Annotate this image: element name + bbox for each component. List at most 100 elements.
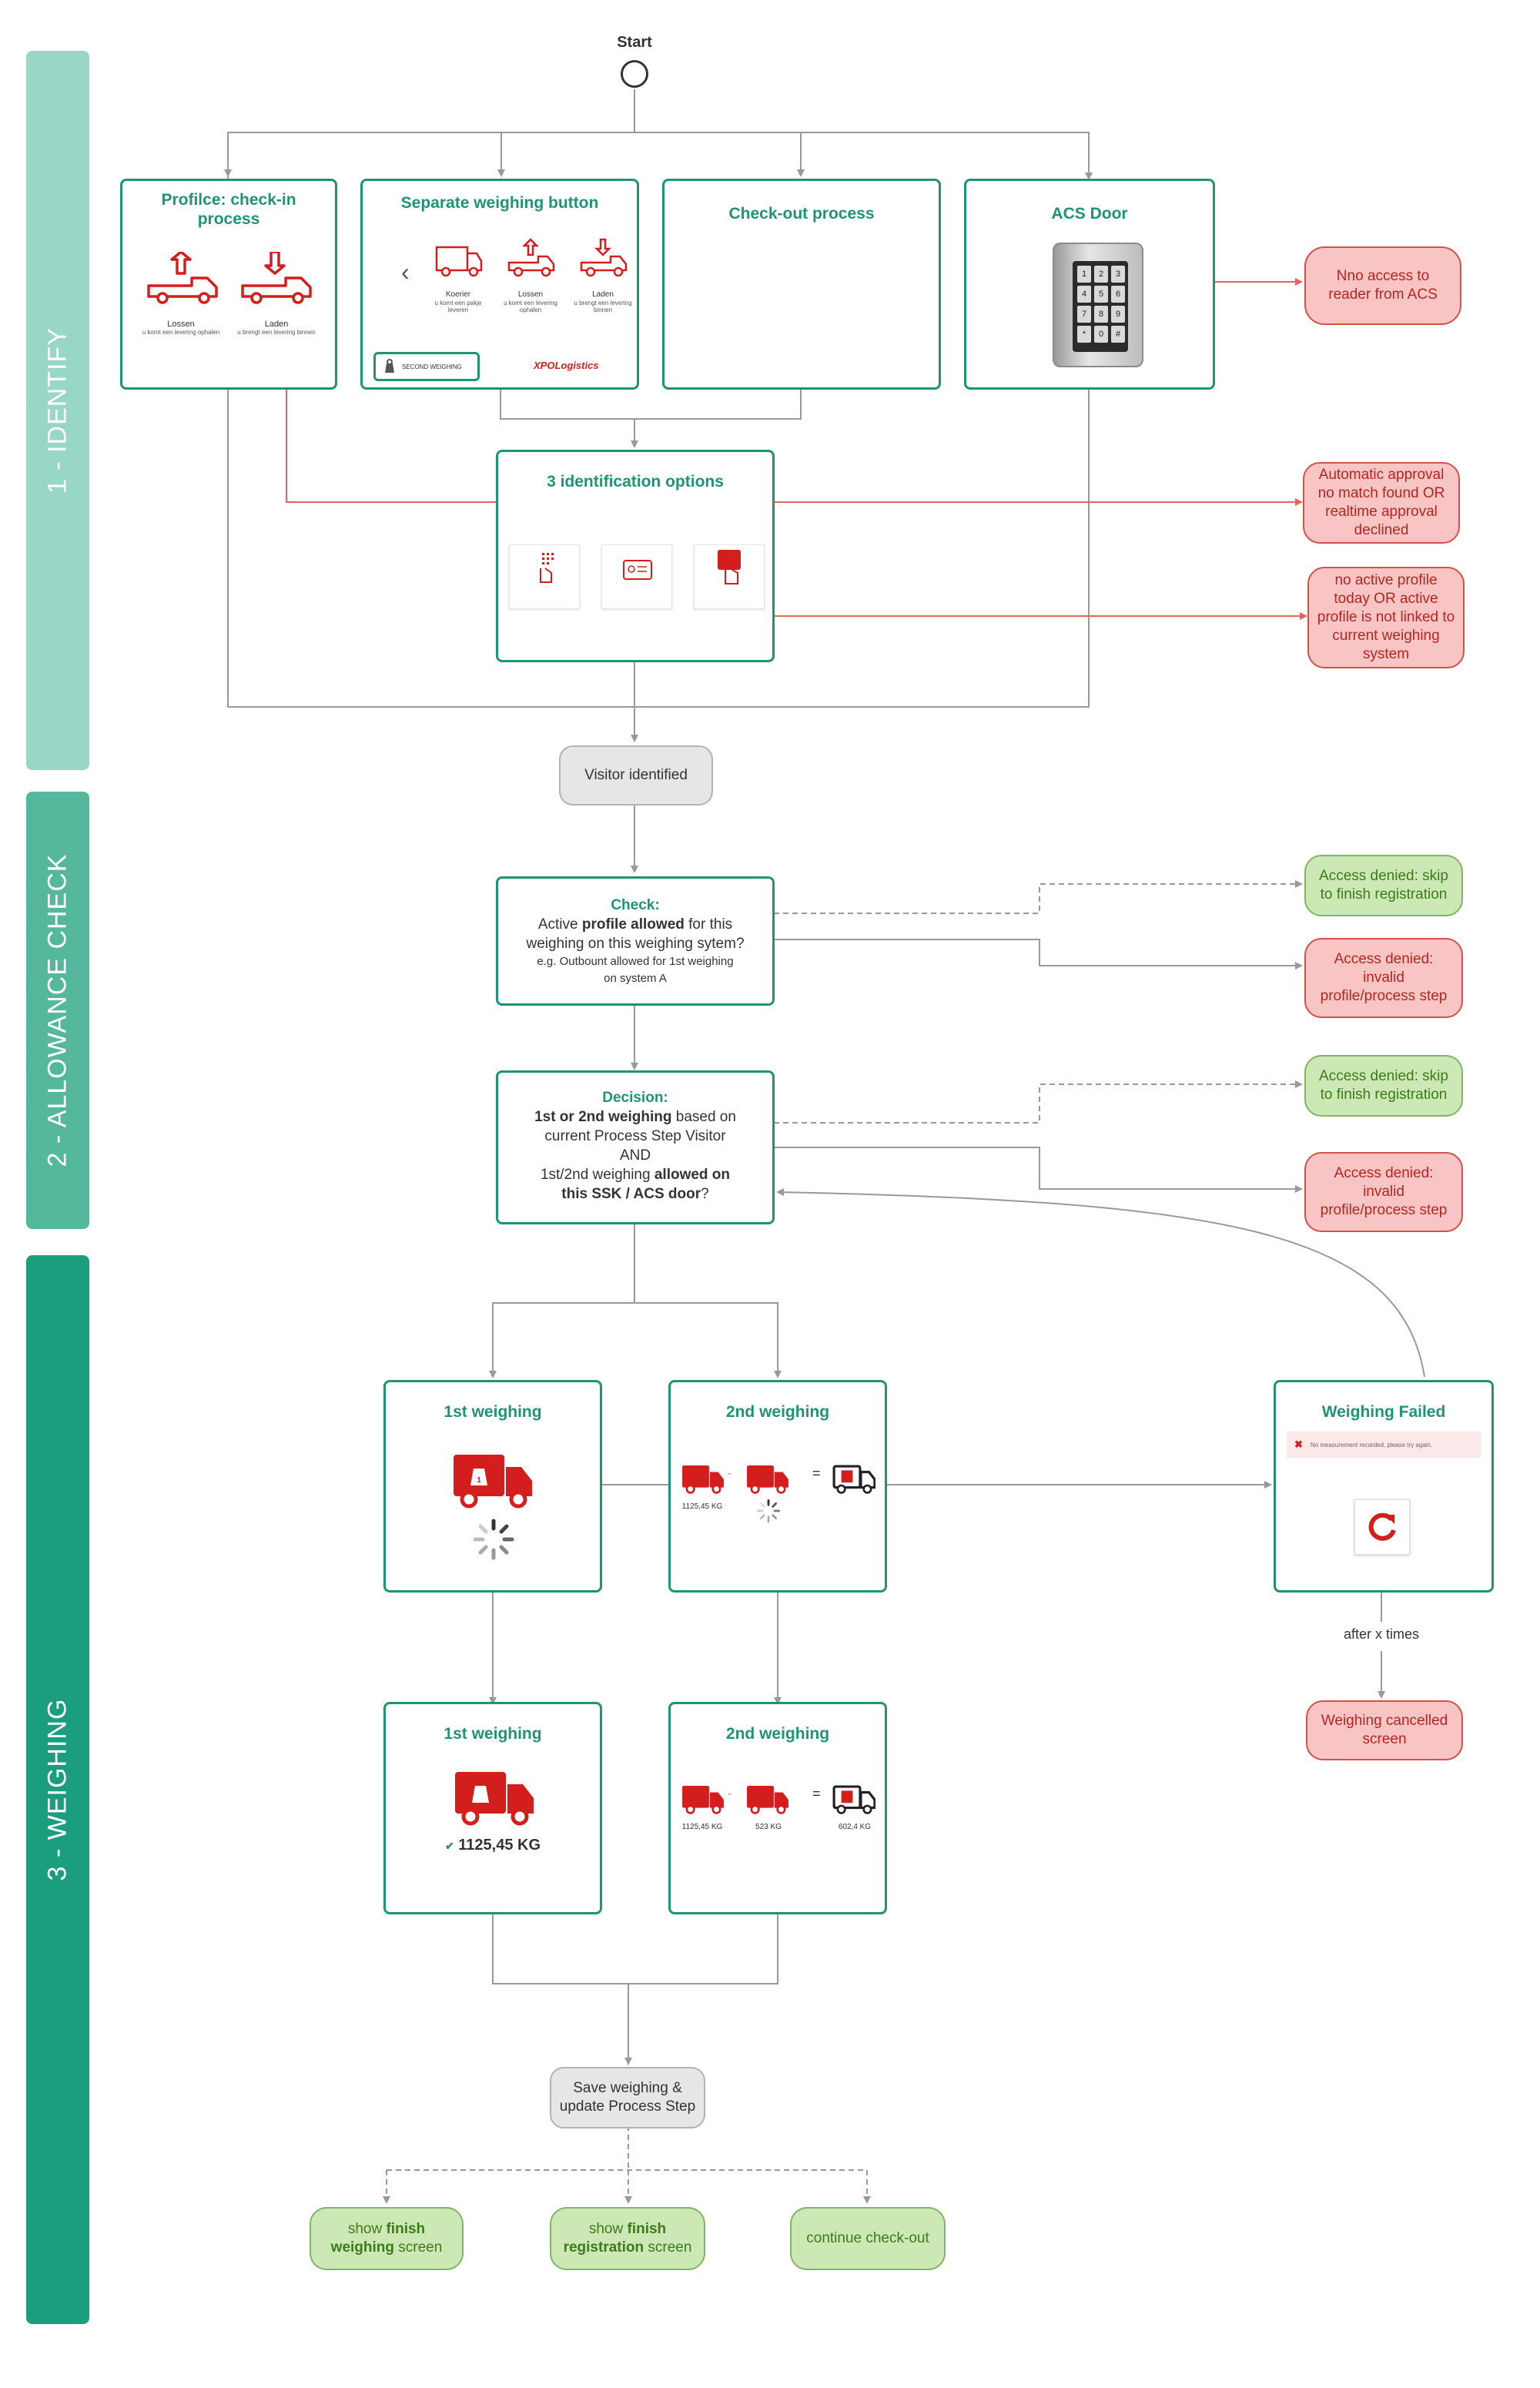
check-line4: on system A [604,972,667,985]
truck-load-icon [241,252,312,304]
show-finish-weighing-node: show finish weighing screen [310,2207,464,2270]
decision-invalid-outcome: Access denied: invalid profile/process s… [1304,1152,1463,1232]
check-line1-pre: Active [537,916,582,933]
second-weight-truck-icon [747,1465,788,1494]
finish-weighing-bold: finish weighing [330,2221,426,2256]
done-net-value: 602,4 KG [838,1823,872,1831]
finish-registration-pre: show [588,2221,628,2237]
lane-allowance-label: 2 - ALLOWANCE CHECK [42,853,72,1167]
acs-door-title: ACS Door [1051,205,1128,223]
decision-line4-pre: 1st/2nd weighing [540,1167,654,1183]
check-skip-outcome: Access denied: skip to finish registrati… [1304,855,1463,916]
weighing-failed-card: Weighing Failed ✖ No measurement recorde… [1274,1380,1494,1593]
checkin-option-lossen-label: Lossen [167,320,195,329]
keypad-key[interactable]: 9 [1111,306,1125,323]
check-invalid-outcome: Access denied: invalid profile/process s… [1304,938,1463,1018]
error-message: No measurement recorded, please try agai… [1310,1441,1433,1449]
lane-weighing: 3 - WEIGHING [26,1255,89,2324]
check-card: Check: Active profile allowed for this w… [496,876,775,1006]
keypad-key[interactable]: * [1077,326,1091,343]
decision-line3: AND [619,1147,651,1164]
id-option-qr[interactable] [509,544,580,609]
check-text: Check: Active profile allowed for this w… [498,896,772,987]
no-access-reader-outcome: Nno access to reader from ACS [1304,246,1461,325]
continue-checkout-node: continue check-out [790,2207,946,2270]
weigh-option-koerier[interactable]: Koerier u komt een pakje leveren [426,290,490,313]
error-x-icon: ✖ [1294,1438,1303,1450]
weigh-option-koerier-label: Koerier [445,290,471,299]
retry-icon [1368,1512,1396,1541]
separate-weighing-card: Separate weighing button ‹ Koerier u kom… [360,179,639,390]
start-node [621,60,648,88]
id-option-card[interactable] [601,544,672,609]
save-weighing-node: Save weighing & update Process Step [550,2067,705,2128]
finish-registration-bold: finish registration [563,2221,667,2256]
weighed-truck-icon [455,1772,534,1826]
keypad-key[interactable]: 7 [1077,306,1091,323]
weigh-option-laden[interactable]: Laden u brengt een levering binnen [571,290,635,313]
scale-icon [385,359,394,373]
truck-load-small-icon [580,238,628,277]
first-weighing-done-card: 1st weighing ✔ 1125,45 KG [383,1702,602,1914]
keypad-key[interactable]: 8 [1094,306,1108,323]
decision-line1-post: based on [671,1109,736,1125]
keypad-key[interactable]: 4 [1077,286,1091,303]
check-icon: ✔ [444,1840,454,1852]
keypad-key[interactable]: 2 [1094,266,1108,283]
second-weighing-progress-card: 2nd weighing - = 1125,45 KG [668,1380,887,1593]
decision-card: Decision: 1st or 2nd weighing based on c… [496,1070,775,1224]
weigh-option-lossen-sub: u komt een levering ophalen [504,300,557,313]
checkout-title: Check-out process [728,205,875,223]
profile-checkin-card: Profilce: check-in process Lossen u komt… [120,179,337,390]
checkin-option-laden-label: Laden [264,320,289,329]
keypad-key[interactable]: 6 [1111,286,1125,303]
decision-text: Decision: 1st or 2nd weighing based on c… [498,1088,772,1204]
keypad-key[interactable]: 1 [1077,266,1091,283]
chevron-left-icon[interactable]: ‹ [401,258,410,286]
keypad-key[interactable]: 5 [1094,286,1108,303]
weigh-option-laden-label: Laden [592,290,614,299]
first-weight-result: ✔ 1125,45 KG [386,1837,600,1854]
separate-weighing-title: Separate weighing button [400,194,599,212]
retry-button[interactable] [1354,1499,1410,1555]
done-equals-sign: = [812,1786,821,1801]
decision-line2: current Process Step Visitor [544,1128,726,1144]
decision-skip-outcome: Access denied: skip to finish registrati… [1304,1055,1463,1117]
loading-spinner-icon [473,1519,514,1560]
lane-identify-label: 1 - IDENTIFY [42,327,72,494]
done-first-truck-icon [682,1786,724,1814]
second-weighing-button[interactable]: SECOND WEIGHING [373,352,480,381]
checkout-card: Check-out process [662,179,941,390]
finish-weighing-pre: show [347,2221,387,2237]
xpo-logo: XPOLogistics [534,360,599,371]
equals-sign: = [812,1465,821,1481]
finish-weighing-post: screen [394,2239,443,2256]
visitor-identified-node: Visitor identified [559,745,713,805]
finish-registration-post: screen [644,2239,692,2256]
decision-line1-bold: 1st or 2nd weighing [534,1109,672,1125]
keypad-key[interactable]: # [1111,326,1125,343]
svg-text:1: 1 [477,1476,481,1485]
checkin-option-laden[interactable]: Laden u brengt een levering binnen [233,320,320,336]
first-weighing-progress-card: 1st weighing 1 [383,1380,602,1593]
decision-line5-post: ? [701,1186,709,1202]
profile-checkin-title: Profilce: check-in process [161,191,296,228]
second-weighing-done-card: 2nd weighing - = 1125,45 KG 523 KG 602,4… [668,1702,887,1914]
lane-allowance-check: 2 - ALLOWANCE CHECK [26,792,89,1229]
id-option-keypad[interactable] [694,544,765,609]
weighing-cancelled-outcome: Weighing cancelled screen [1306,1700,1463,1760]
keypad-key[interactable]: 0 [1094,326,1108,343]
second-weighing-done-title: 2nd weighing [725,1725,830,1743]
identification-card: 3 identification options [496,450,775,662]
weigh-option-lossen[interactable]: Lossen u komt een levering ophalen [498,290,563,313]
check-line1-bold: profile allowed [581,916,685,933]
keypad-key[interactable]: 3 [1111,266,1125,283]
check-line1-post: for this [684,916,733,933]
net-weight-truck-icon [832,1465,875,1494]
small-spinner-icon [756,1499,781,1523]
weigh-option-koerier-sub: u komt een pakje leveren [434,300,482,313]
checkin-option-lossen[interactable]: Lossen u komt een levering ophalen [138,320,224,336]
truck-unload-icon [147,252,218,304]
start-label: Start [617,34,652,51]
